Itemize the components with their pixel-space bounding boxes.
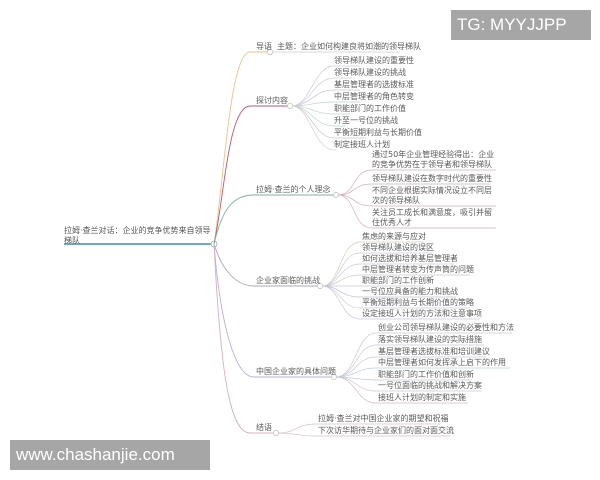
leaf-node[interactable]: 拉姆·查兰对中国企业家的期望和祝福 — [318, 414, 449, 423]
leaf-node[interactable]: 职能部门的工作价值和创新 — [378, 370, 474, 379]
leaf-node[interactable]: 基层管理者的选拔标准 — [334, 80, 414, 89]
leaf-node[interactable]: 基层管理者选拔标准和培训建议 — [378, 347, 490, 356]
leaf-node[interactable]: 设定接班人计划的方法和注意事项 — [362, 309, 482, 318]
leaf-node[interactable]: 制定接班人计划 — [334, 140, 390, 149]
leaf-node[interactable]: 中层管理者转变为传声筒的问题 — [362, 265, 474, 274]
leaf-node[interactable]: 升至一号位的挑战 — [334, 116, 398, 125]
leaf-node[interactable]: 一号位面临的挑战和解决方案 — [378, 381, 482, 390]
leaf-node[interactable]: 如何选拔和培养基层管理者 — [362, 254, 458, 263]
leaf-node[interactable]: 下次访华期待与企业家们的面对面交流 — [318, 426, 454, 435]
watermark-website: www.chashanjie.com — [10, 440, 210, 470]
watermark-telegram: TG: MYYJJPP — [451, 10, 591, 40]
leaf-node[interactable]: 不同企业根据实际情况设立不同层次的领导梯队 — [372, 186, 492, 205]
leaf-node[interactable]: 落实领导梯队建设的实际措施 — [378, 335, 482, 344]
branch-discussion[interactable]: 探讨内容 — [256, 96, 288, 105]
leaf-node[interactable]: 接班人计划的制定和实施 — [378, 393, 466, 402]
leaf-node[interactable]: 中层管理者如何发挥承上启下的作用 — [378, 358, 506, 367]
branch-challenges[interactable]: 企业家面临的挑战 — [256, 276, 320, 285]
leaf-node[interactable]: 平衡短期利益与长期价值 — [334, 128, 422, 137]
leaf-node[interactable]: 中层管理者的角色转变 — [334, 92, 414, 101]
leaf-node[interactable]: 关注员工成长和满意度，吸引并留住优秀人才 — [372, 208, 492, 227]
branch-conclusion[interactable]: 结语 — [256, 423, 272, 432]
leaf-node[interactable]: 一号位应具备的能力和挑战 — [362, 287, 458, 296]
leaf-node[interactable]: 领导梯队建设的挑战 — [334, 68, 406, 77]
branch-china-issues[interactable]: 中国企业家的具体问题 — [256, 367, 336, 376]
leaf-node[interactable]: 领导梯队建设的重要性 — [334, 56, 414, 65]
root-node[interactable]: 拉姆·查兰对话：企业的竞争优势来自领导梯队 — [64, 226, 211, 245]
leaf-node[interactable]: 通过50年企业管理经验得出：企业的竞争优势在于领导者和领导梯队 — [372, 150, 495, 169]
leaf-node[interactable]: 平衡短期利益与长期价值的策略 — [362, 298, 474, 307]
leaf-node[interactable]: 领导梯队建设在数字时代的重要性 — [372, 174, 492, 183]
branch-philosophy[interactable]: 拉姆·查兰的个人理念 — [256, 185, 331, 194]
leaf-node[interactable]: 领导梯队建设的误区 — [362, 243, 434, 252]
leaf-node[interactable]: 职能部门的工作创新 — [362, 276, 434, 285]
leaf-node[interactable]: 创业公司领导梯队建设的必要性和方法 — [378, 323, 514, 332]
leaf-node[interactable]: 职能部门的工作价值 — [334, 104, 406, 113]
branch-intro[interactable]: 导语 — [256, 42, 272, 51]
leaf-node[interactable]: 焦虑的来源与应对 — [362, 232, 426, 241]
leaf-node[interactable]: 主题：企业如何构建良将如潮的领导梯队 — [277, 42, 421, 51]
